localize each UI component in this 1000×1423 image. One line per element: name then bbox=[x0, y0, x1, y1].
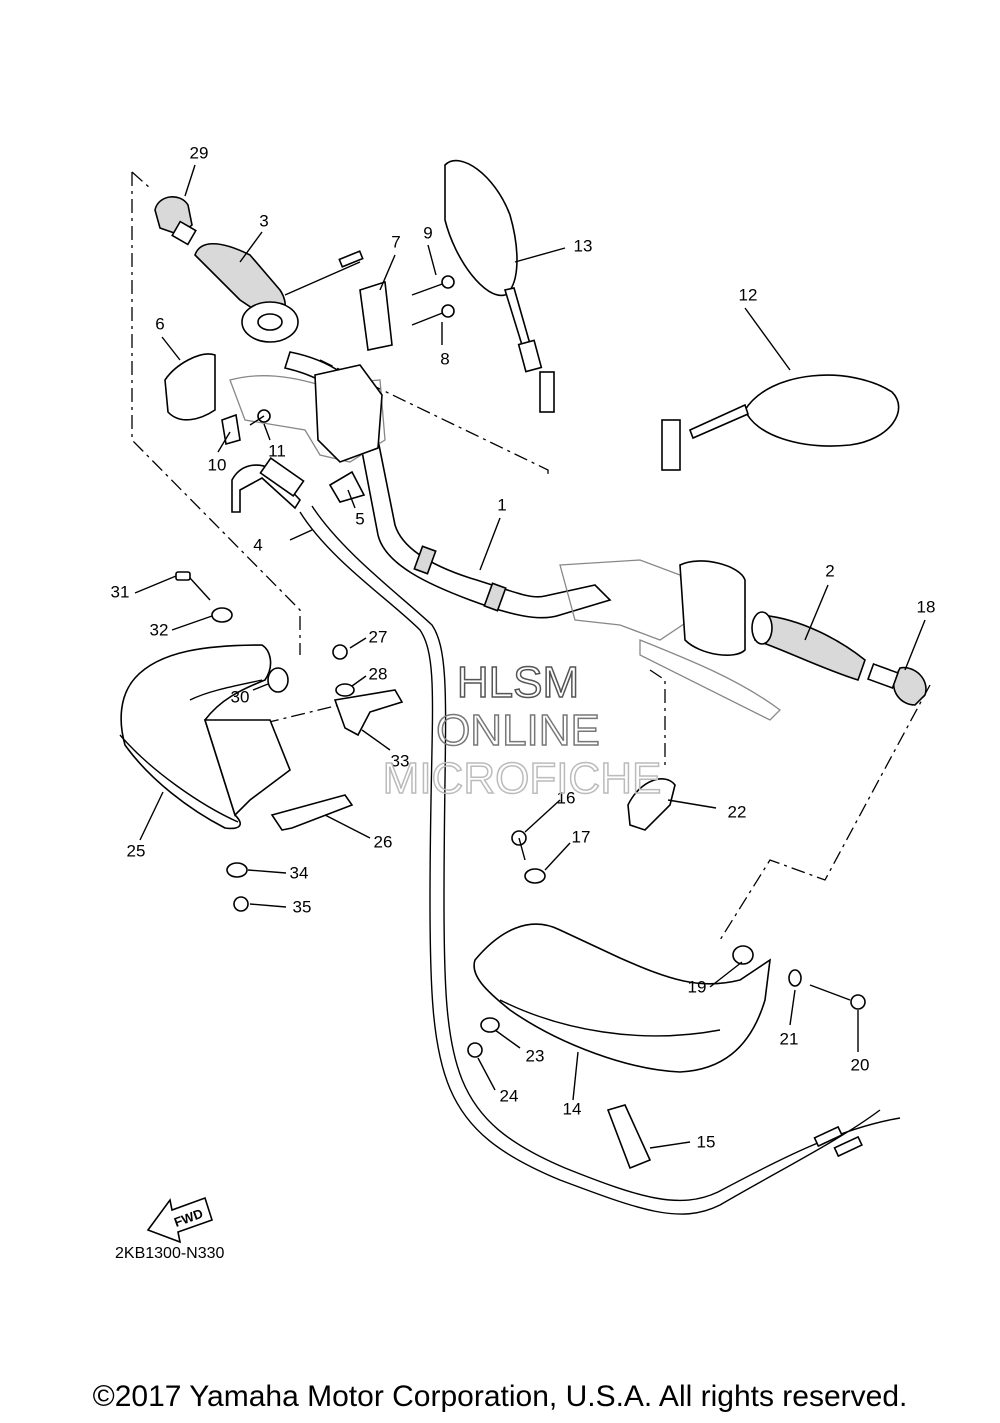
callout-20: 20 bbox=[851, 1055, 870, 1074]
nut-17 bbox=[524, 868, 546, 884]
hand-guard bbox=[473, 923, 772, 1073]
callout-28: 28 bbox=[369, 664, 388, 683]
bolt-20 bbox=[809, 984, 866, 1010]
callout-8: 8 bbox=[440, 349, 449, 368]
screw-11 bbox=[249, 409, 271, 426]
callout-23: 23 bbox=[526, 1046, 545, 1065]
grip-end-right bbox=[867, 663, 927, 706]
washer-21 bbox=[788, 969, 802, 987]
throttle-cable-4 bbox=[231, 457, 305, 513]
callout-18: 18 bbox=[917, 597, 936, 616]
callout-17: 17 bbox=[572, 827, 591, 846]
callout-6: 6 bbox=[155, 314, 164, 333]
bolt-9 bbox=[411, 275, 455, 296]
callout-34: 34 bbox=[290, 863, 309, 882]
callout-1: 1 bbox=[497, 495, 506, 514]
callout-13: 13 bbox=[574, 236, 593, 255]
mirror-right bbox=[661, 374, 900, 471]
right-grip bbox=[751, 611, 866, 681]
callout-21: 21 bbox=[780, 1029, 799, 1048]
watermark-line3: MICROFICHE bbox=[383, 754, 662, 803]
callout-31: 31 bbox=[111, 582, 130, 601]
callout-2: 2 bbox=[825, 561, 834, 580]
watermark-line2: ONLINE bbox=[436, 706, 600, 755]
grommet-30 bbox=[267, 667, 289, 693]
callouts: 1 2 3 4 5 6 7 8 9 10 11 12 13 14 15 16 1… bbox=[111, 143, 936, 1151]
callout-29: 29 bbox=[190, 143, 209, 162]
callout-25: 25 bbox=[127, 841, 146, 860]
nut-28 bbox=[335, 683, 355, 697]
callout-24: 24 bbox=[500, 1086, 519, 1105]
bolt-31 bbox=[175, 571, 211, 601]
switch-housings bbox=[229, 364, 781, 721]
washer-32 bbox=[211, 607, 233, 623]
callout-33: 33 bbox=[391, 751, 410, 770]
left-grip bbox=[194, 243, 364, 343]
spacer-19 bbox=[732, 945, 754, 965]
clamp-7 bbox=[359, 280, 393, 351]
bracket-26 bbox=[270, 794, 354, 831]
callout-4: 4 bbox=[253, 535, 262, 554]
watermark: HLSM ONLINE MICROFICHE bbox=[382, 657, 662, 804]
screw-27 bbox=[332, 644, 348, 660]
reference-code: 2KB1300-N330 bbox=[115, 1245, 225, 1262]
grommet-23 bbox=[480, 1017, 500, 1033]
watermark-line1: HLSM bbox=[457, 658, 579, 707]
callout-11: 11 bbox=[268, 441, 286, 460]
callout-19: 19 bbox=[688, 977, 707, 996]
callout-35: 35 bbox=[293, 897, 312, 916]
fwd-arrow: FWD bbox=[146, 1196, 213, 1244]
bolt-8 bbox=[411, 304, 455, 326]
throttle-cables bbox=[299, 505, 901, 1215]
callout-27: 27 bbox=[369, 627, 388, 646]
callout-7: 7 bbox=[391, 232, 400, 251]
callout-32: 32 bbox=[150, 620, 169, 639]
mirror-left bbox=[444, 159, 555, 413]
grip-end-left bbox=[154, 196, 197, 246]
guard-bracket-15 bbox=[606, 1104, 652, 1170]
callout-10: 10 bbox=[208, 455, 227, 474]
callout-14: 14 bbox=[563, 1099, 582, 1118]
screw-16 bbox=[511, 830, 527, 861]
callout-15: 15 bbox=[697, 1132, 716, 1151]
copyright-notice: ©2017 Yamaha Motor Corporation, U.S.A. A… bbox=[92, 1380, 908, 1413]
callout-12: 12 bbox=[739, 285, 758, 304]
screw-24 bbox=[467, 1042, 483, 1058]
callout-5: 5 bbox=[355, 509, 364, 528]
clamp-22 bbox=[627, 778, 676, 831]
screw-35 bbox=[233, 896, 249, 912]
cable-guide-5 bbox=[328, 470, 366, 503]
callout-22: 22 bbox=[728, 802, 747, 821]
front-cowl bbox=[119, 644, 291, 830]
leader-lines bbox=[134, 164, 926, 1149]
callout-9: 9 bbox=[423, 223, 432, 242]
callout-26: 26 bbox=[374, 832, 393, 851]
stay-33 bbox=[333, 689, 404, 737]
lever-holder-6 bbox=[164, 353, 216, 421]
callout-3: 3 bbox=[259, 211, 268, 230]
nut-34 bbox=[226, 862, 248, 878]
callout-30: 30 bbox=[231, 687, 250, 706]
callout-16: 16 bbox=[557, 788, 576, 807]
